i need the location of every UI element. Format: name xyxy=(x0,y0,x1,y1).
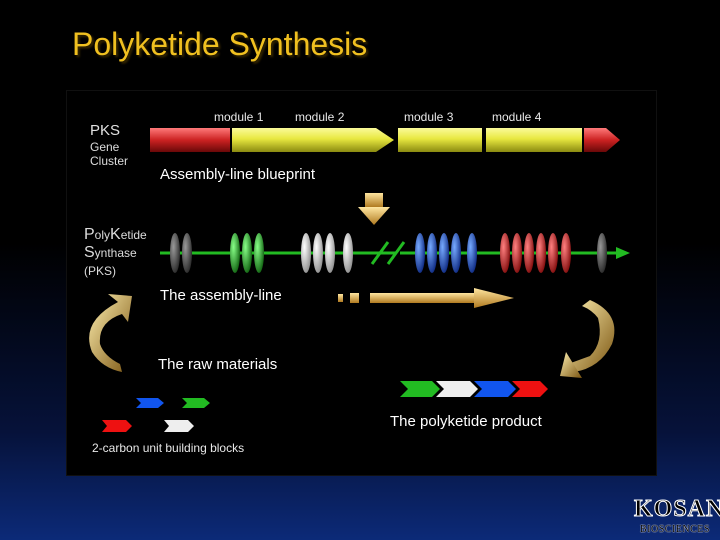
module-1-2-segment xyxy=(232,128,394,152)
polyketide-product-chain xyxy=(400,381,548,397)
chain-arrowhead xyxy=(616,247,630,259)
polyketide-line: PolyKetide xyxy=(84,226,147,243)
blueprint-caption: Assembly-line blueprint xyxy=(160,166,316,183)
module-1-label: module 1 xyxy=(214,110,264,124)
kosan-logo: KOSAN BIOSCIENCES xyxy=(634,496,720,538)
curved-arrow-right-head xyxy=(560,352,582,378)
progress-arrow xyxy=(338,288,514,308)
module-4-segment xyxy=(486,128,582,152)
cluster-label: Cluster xyxy=(90,154,129,168)
diagram-panel xyxy=(66,90,657,476)
building-block-blue xyxy=(136,398,164,408)
module-3-label: module 3 xyxy=(404,110,454,124)
terminal-segment xyxy=(584,128,620,152)
synthase-line: Synthase xyxy=(84,244,137,261)
down-arrow-icon xyxy=(358,193,390,225)
blue-domain-group xyxy=(415,233,477,273)
assembly-line-caption: The assembly-line xyxy=(160,287,282,304)
red-domain-group xyxy=(500,233,571,273)
curved-arrow-right-icon xyxy=(568,300,615,372)
polyketide-product-caption: The polyketide product xyxy=(390,413,542,430)
building-block-green xyxy=(182,398,210,408)
building-block-red xyxy=(102,420,132,432)
pks-gene-cluster-label: PKS xyxy=(90,122,121,139)
module-3-segment xyxy=(398,128,482,152)
grey-domain-group xyxy=(170,233,192,273)
product-unit-blue xyxy=(474,381,516,397)
white-domain-group xyxy=(301,233,353,273)
green-domain-group xyxy=(230,233,264,273)
building-blocks-caption: 2-carbon unit building blocks xyxy=(92,441,245,455)
loading-module-segment xyxy=(150,128,230,152)
product-unit-green xyxy=(400,381,440,397)
gene-cluster-bar xyxy=(150,128,620,152)
module-4-label: module 4 xyxy=(492,110,542,124)
building-blocks xyxy=(102,398,210,432)
slide-title: Polyketide Synthesis xyxy=(72,26,368,62)
product-unit-red xyxy=(512,381,548,397)
grey-end-domain xyxy=(597,233,607,273)
logo-sub: BIOSCIENCES xyxy=(640,524,710,535)
curved-arrow-left-icon xyxy=(89,294,132,372)
raw-materials-caption: The raw materials xyxy=(158,356,278,373)
module-2-label: module 2 xyxy=(295,110,345,124)
product-unit-white xyxy=(436,381,478,397)
gene-label: Gene xyxy=(90,140,120,154)
logo-brand: KOSAN xyxy=(634,496,720,523)
polyketide-synthase-label: PolyKetide Synthase (PKS) xyxy=(84,226,147,280)
pks-abbrev: (PKS) xyxy=(84,264,117,278)
building-block-white xyxy=(164,420,194,432)
assembly-line-chain xyxy=(160,233,630,273)
